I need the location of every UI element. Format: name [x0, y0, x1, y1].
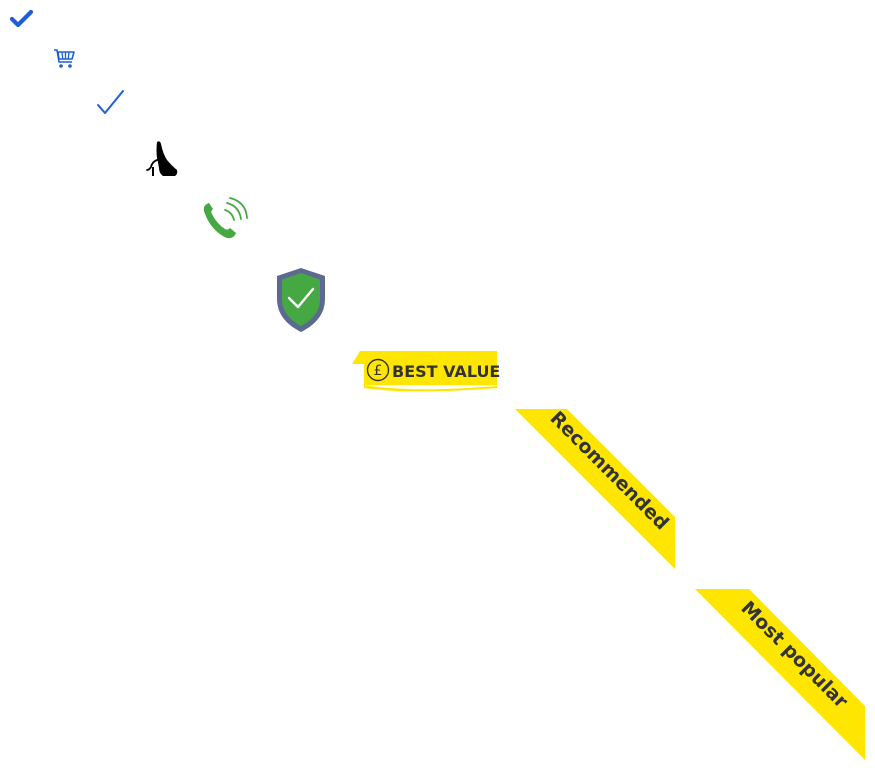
best-value-badge: £ BEST VALUE [352, 350, 500, 392]
recommended-ribbon: Recommended [515, 407, 676, 570]
check-icon [9, 9, 34, 28]
shield-check-icon [275, 267, 327, 333]
pound-coin-icon: £ [366, 358, 390, 382]
svg-text:£: £ [374, 363, 383, 379]
most-popular-label: Most popular [736, 597, 852, 713]
high-heel-shoe-icon [145, 140, 179, 178]
checkmark-thin-icon [97, 90, 125, 118]
recommended-label: Recommended [546, 407, 673, 534]
most-popular-ribbon: Most popular [695, 589, 866, 761]
phone-call-icon [199, 197, 249, 246]
shopping-cart-icon [53, 48, 77, 70]
best-value-label: BEST VALUE [392, 362, 500, 381]
